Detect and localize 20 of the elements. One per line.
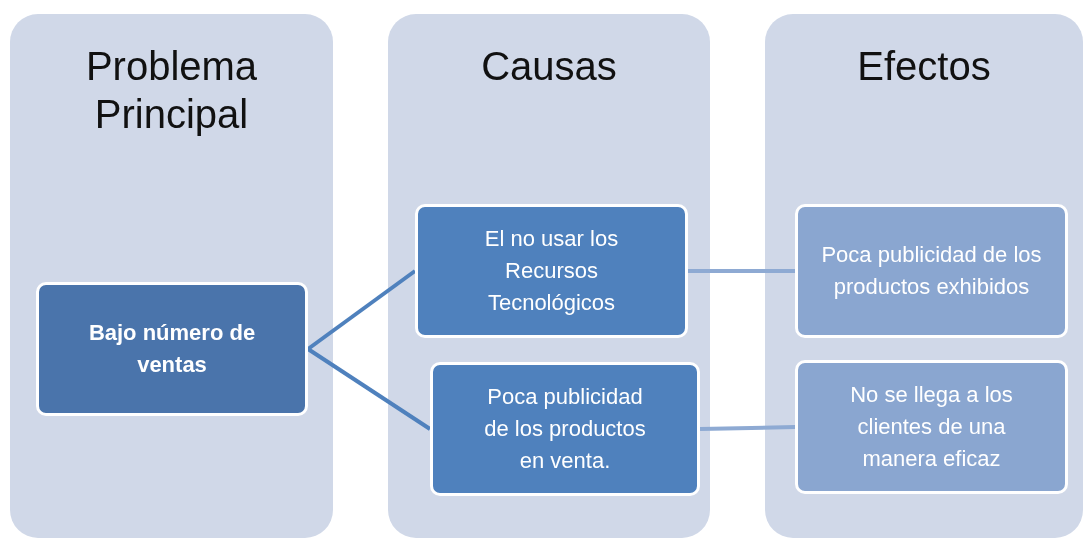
box-text: No se llega a los clientes de una manera eficaz [849,381,1014,473]
text-box [795,204,1068,338]
connector-line [699,425,796,431]
text-box [430,362,700,496]
column-panel [765,14,1083,538]
box-text: El no usar los Recursos Tecnológicos [483,225,620,317]
column-panel [388,14,710,538]
column-heading: Efectos [857,43,991,90]
box-text: Poca publicidad de los productos exhibidos [820,241,1043,301]
connector-line [688,269,795,273]
column-panel [10,14,333,538]
text-box [415,204,688,338]
box-text: Poca publicidad de los productos en venta. [483,383,647,475]
box-text: Bajo número de ventas [87,319,257,379]
text-box [795,360,1068,494]
column-heading: Problema Principal [84,43,259,138]
text-box [36,282,308,416]
column-heading: Causas [481,43,617,90]
connector-line [306,347,432,431]
connector-line [306,269,417,351]
